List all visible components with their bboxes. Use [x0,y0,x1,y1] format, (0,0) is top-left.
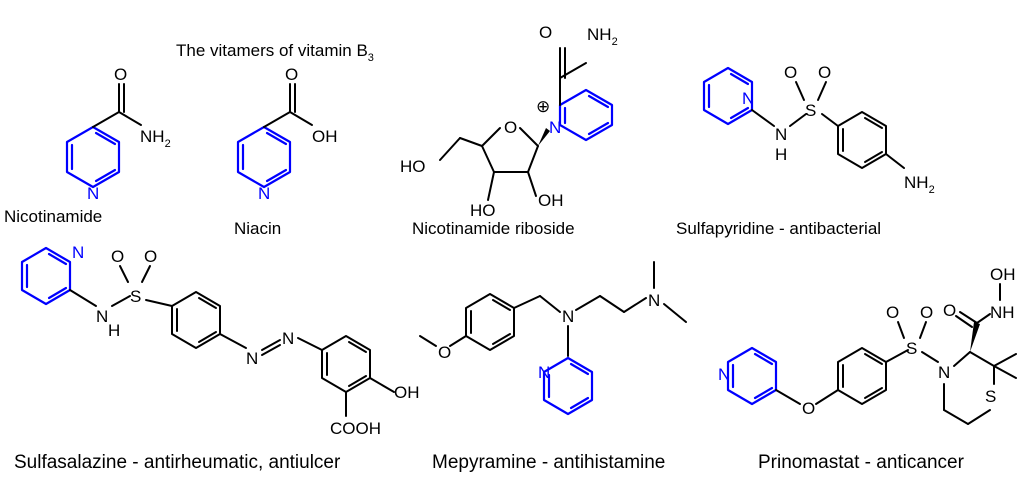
sulfonamide-n-label: N [96,307,108,326]
caption-sulfapyridine: Sulfapyridine - antibacterial [676,219,881,238]
azo-n-label-2: N [282,329,294,348]
pyridine-ring-mepyramine [542,356,594,416]
molecule-niacin: N O OH Niacin [234,65,338,238]
pyridinium-ring-riboside [558,88,614,142]
benzene-ring-sulfasalazine-1 [171,291,221,349]
ether-oxygen-label: O [802,399,815,418]
dimethylamine-n-label: N [648,291,660,310]
hydroxamic-nh-label: NH [990,303,1015,322]
sulfonyl-oxygen-label-1: O [111,247,124,266]
sulfonyl-oxygen-label-1: O [784,63,797,82]
methoxy-oxygen-label: O [438,343,451,362]
benzene-ring-mepyramine [465,293,515,351]
ring-nitrogen-label: N [258,184,270,203]
hydroxyl-ho-label: HO [400,157,426,176]
benzene-ring-prinomastat [837,347,887,405]
sulfonamide-h-label: H [108,321,120,340]
ring-oxygen-label: O [504,118,517,137]
sulfonamide-n-label: N [775,125,787,144]
carbonyl-oxygen-label: O [114,65,127,84]
amide-nh2-label: NH2 [587,25,618,48]
caption-nicotinamide-riboside: Nicotinamide riboside [412,219,575,238]
caption-niacin: Niacin [234,219,281,238]
hydroxyl-ho-label-2: HO [470,201,496,220]
caption-nicotinamide: Nicotinamide [4,207,102,226]
sulfonyl-oxygen-label-2: O [920,303,933,322]
sulfur-label: S [805,101,816,120]
pyridine-ring-sulfasalazine [20,246,72,306]
tertiary-amine-n-label: N [562,307,574,326]
sulfur-label: S [906,339,917,358]
azo-n-label-1: N [246,349,258,368]
molecule-mepyramine: O N N N Mepyramine - antihistamine [419,261,687,473]
diagram-title: The vitamers of vitamin B3 [176,41,374,64]
sulfonyl-oxygen-label-1: O [886,303,899,322]
phenol-oh-label: OH [394,383,420,402]
sulfonyl-oxygen-label-2: O [818,63,831,82]
ring-nitrogen-label: N [718,365,730,384]
hydroxyl-oh-label: OH [538,191,564,210]
thiomorpholine-n-label: N [938,363,950,382]
caption-mepyramine: Mepyramine - antihistamine [432,452,665,473]
pyridine-ring-niacin [236,125,292,189]
carbonyl-oxygen-label: O [943,301,956,320]
thioether-s-label: S [985,387,996,406]
pyridine-ring-nicotinamide [65,125,121,189]
amine-nh2-label: NH2 [904,173,935,196]
ring-nitrogen-label: N [538,363,550,382]
benzene-ring-sulfapyridine [837,111,887,169]
pyridine-ring-sulfapyridine [702,66,754,126]
caption-sulfasalazine: Sulfasalazine - antirheumatic, antiulcer [14,452,341,473]
molecule-sulfasalazine: N N H S O O N N OH COOH Sulfa [14,243,420,473]
carbonyl-oxygen-label: O [539,23,552,42]
molecule-nicotinamide: N O NH2 Nicotinamide [4,65,171,226]
ring-nitrogen-label: N [742,89,754,108]
molecule-nicotinamide-riboside: N ⊕ O NH2 O HO HO OH Nicotinamide ribosi… [400,23,618,238]
benzene-ring-sulfasalazine-2 [321,335,371,393]
ring-nitrogen-label: N [72,243,84,262]
pyridine-ring-prinomastat [726,346,778,406]
carboxylic-acid-label: COOH [330,419,381,438]
sulfonamide-h-label: H [775,145,787,164]
ring-nitrogen-label: N [549,118,561,137]
hydroxamic-oh-label: OH [990,265,1016,284]
amide-nh2-label: NH2 [140,127,171,150]
molecule-prinomastat: N O S O O N S O NH OH Prino [718,265,1017,473]
molecule-sulfapyridine: N N H S O O NH2 Sulfapyridine - antibact… [676,63,935,238]
acid-oh-label: OH [312,127,338,146]
caption-prinomastat: Prinomastat - anticancer [758,452,965,473]
sulfur-label: S [130,287,141,306]
sulfonyl-oxygen-label-2: O [144,247,157,266]
ring-nitrogen-label: N [87,184,99,203]
positive-charge-icon: ⊕ [536,97,550,116]
carbonyl-oxygen-label: O [285,65,298,84]
